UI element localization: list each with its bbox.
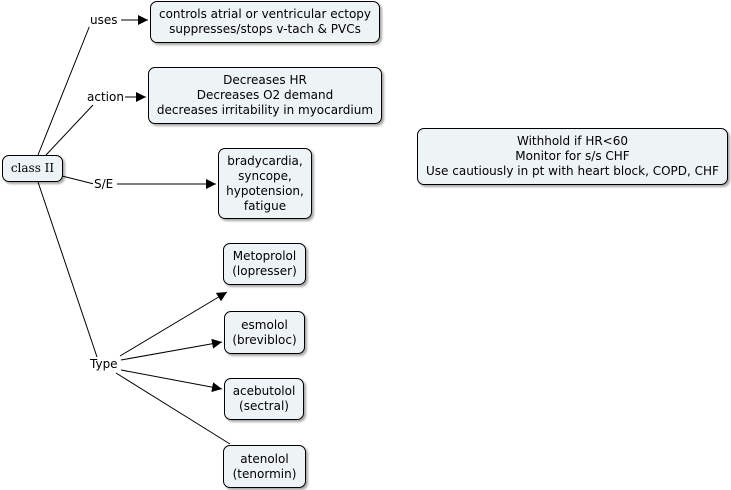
arrow-type-acebutolol xyxy=(120,369,223,393)
action-line: Decreases HR xyxy=(223,73,307,87)
root-label: class II xyxy=(10,161,55,175)
type-node-metoprolol[interactable]: Metoprolol (lopresser) xyxy=(223,243,306,285)
drug-name: atenolol xyxy=(240,451,289,466)
type-node-esmolol[interactable]: esmolol (brevibloc) xyxy=(224,311,305,354)
connector-type-atenolol xyxy=(115,372,231,445)
connector-root-action xyxy=(45,104,94,156)
link-label-type: Type xyxy=(89,357,119,371)
link-label-se: S/E xyxy=(93,177,115,191)
arrow-type-metoprolol xyxy=(119,291,228,357)
drug-name: acebutolol xyxy=(232,384,296,398)
action-line: Decreases O2 demand xyxy=(196,88,334,102)
connector-root-uses xyxy=(37,19,93,156)
side-effect-line: syncope, xyxy=(238,168,292,183)
connector-root-type xyxy=(37,181,98,358)
drug-brand: (tenormin) xyxy=(232,466,297,481)
link-label-uses: uses xyxy=(89,13,119,27)
drug-name: Metoprolol xyxy=(232,249,297,263)
side-effect-line: bradycardia, xyxy=(227,153,303,168)
arrow-type-esmolol xyxy=(120,338,223,361)
uses-line: suppresses/stops v-tach & PVCs xyxy=(169,22,361,36)
side-effect-line: fatigue xyxy=(243,198,287,213)
nursing-line: Withhold if HR<60 xyxy=(516,134,629,148)
side-effect-line: hypotension, xyxy=(226,183,304,198)
side-effects-node[interactable]: bradycardia, syncope, hypotension, fatig… xyxy=(218,148,312,219)
nursing-node[interactable]: Withhold if HR<60 Monitor for s/s CHF Us… xyxy=(417,128,728,185)
connector-root-se xyxy=(61,175,95,185)
nursing-line: Monitor for s/s CHF xyxy=(515,149,630,163)
action-node[interactable]: Decreases HR Decreases O2 demand decreas… xyxy=(148,67,382,124)
root-node-class-ii[interactable]: class II xyxy=(2,155,63,182)
uses-line: controls atrial or ventricular ectopy xyxy=(158,7,372,21)
type-node-atenolol[interactable]: atenolol (tenormin) xyxy=(223,445,306,488)
drug-brand: (lopresser) xyxy=(232,264,297,278)
uses-node[interactable]: controls atrial or ventricular ectopy su… xyxy=(150,1,380,43)
type-node-acebutolol[interactable]: acebutolol (sectral) xyxy=(224,378,304,420)
drug-brand: (sectral) xyxy=(239,399,289,413)
drug-name: esmolol xyxy=(241,317,288,332)
link-label-action: action xyxy=(86,90,125,104)
drug-brand: (brevibloc) xyxy=(232,332,297,347)
nursing-line: Use cautiously in pt with heart block, C… xyxy=(426,164,719,178)
action-line: decreases irritability in myocardium xyxy=(156,103,374,117)
